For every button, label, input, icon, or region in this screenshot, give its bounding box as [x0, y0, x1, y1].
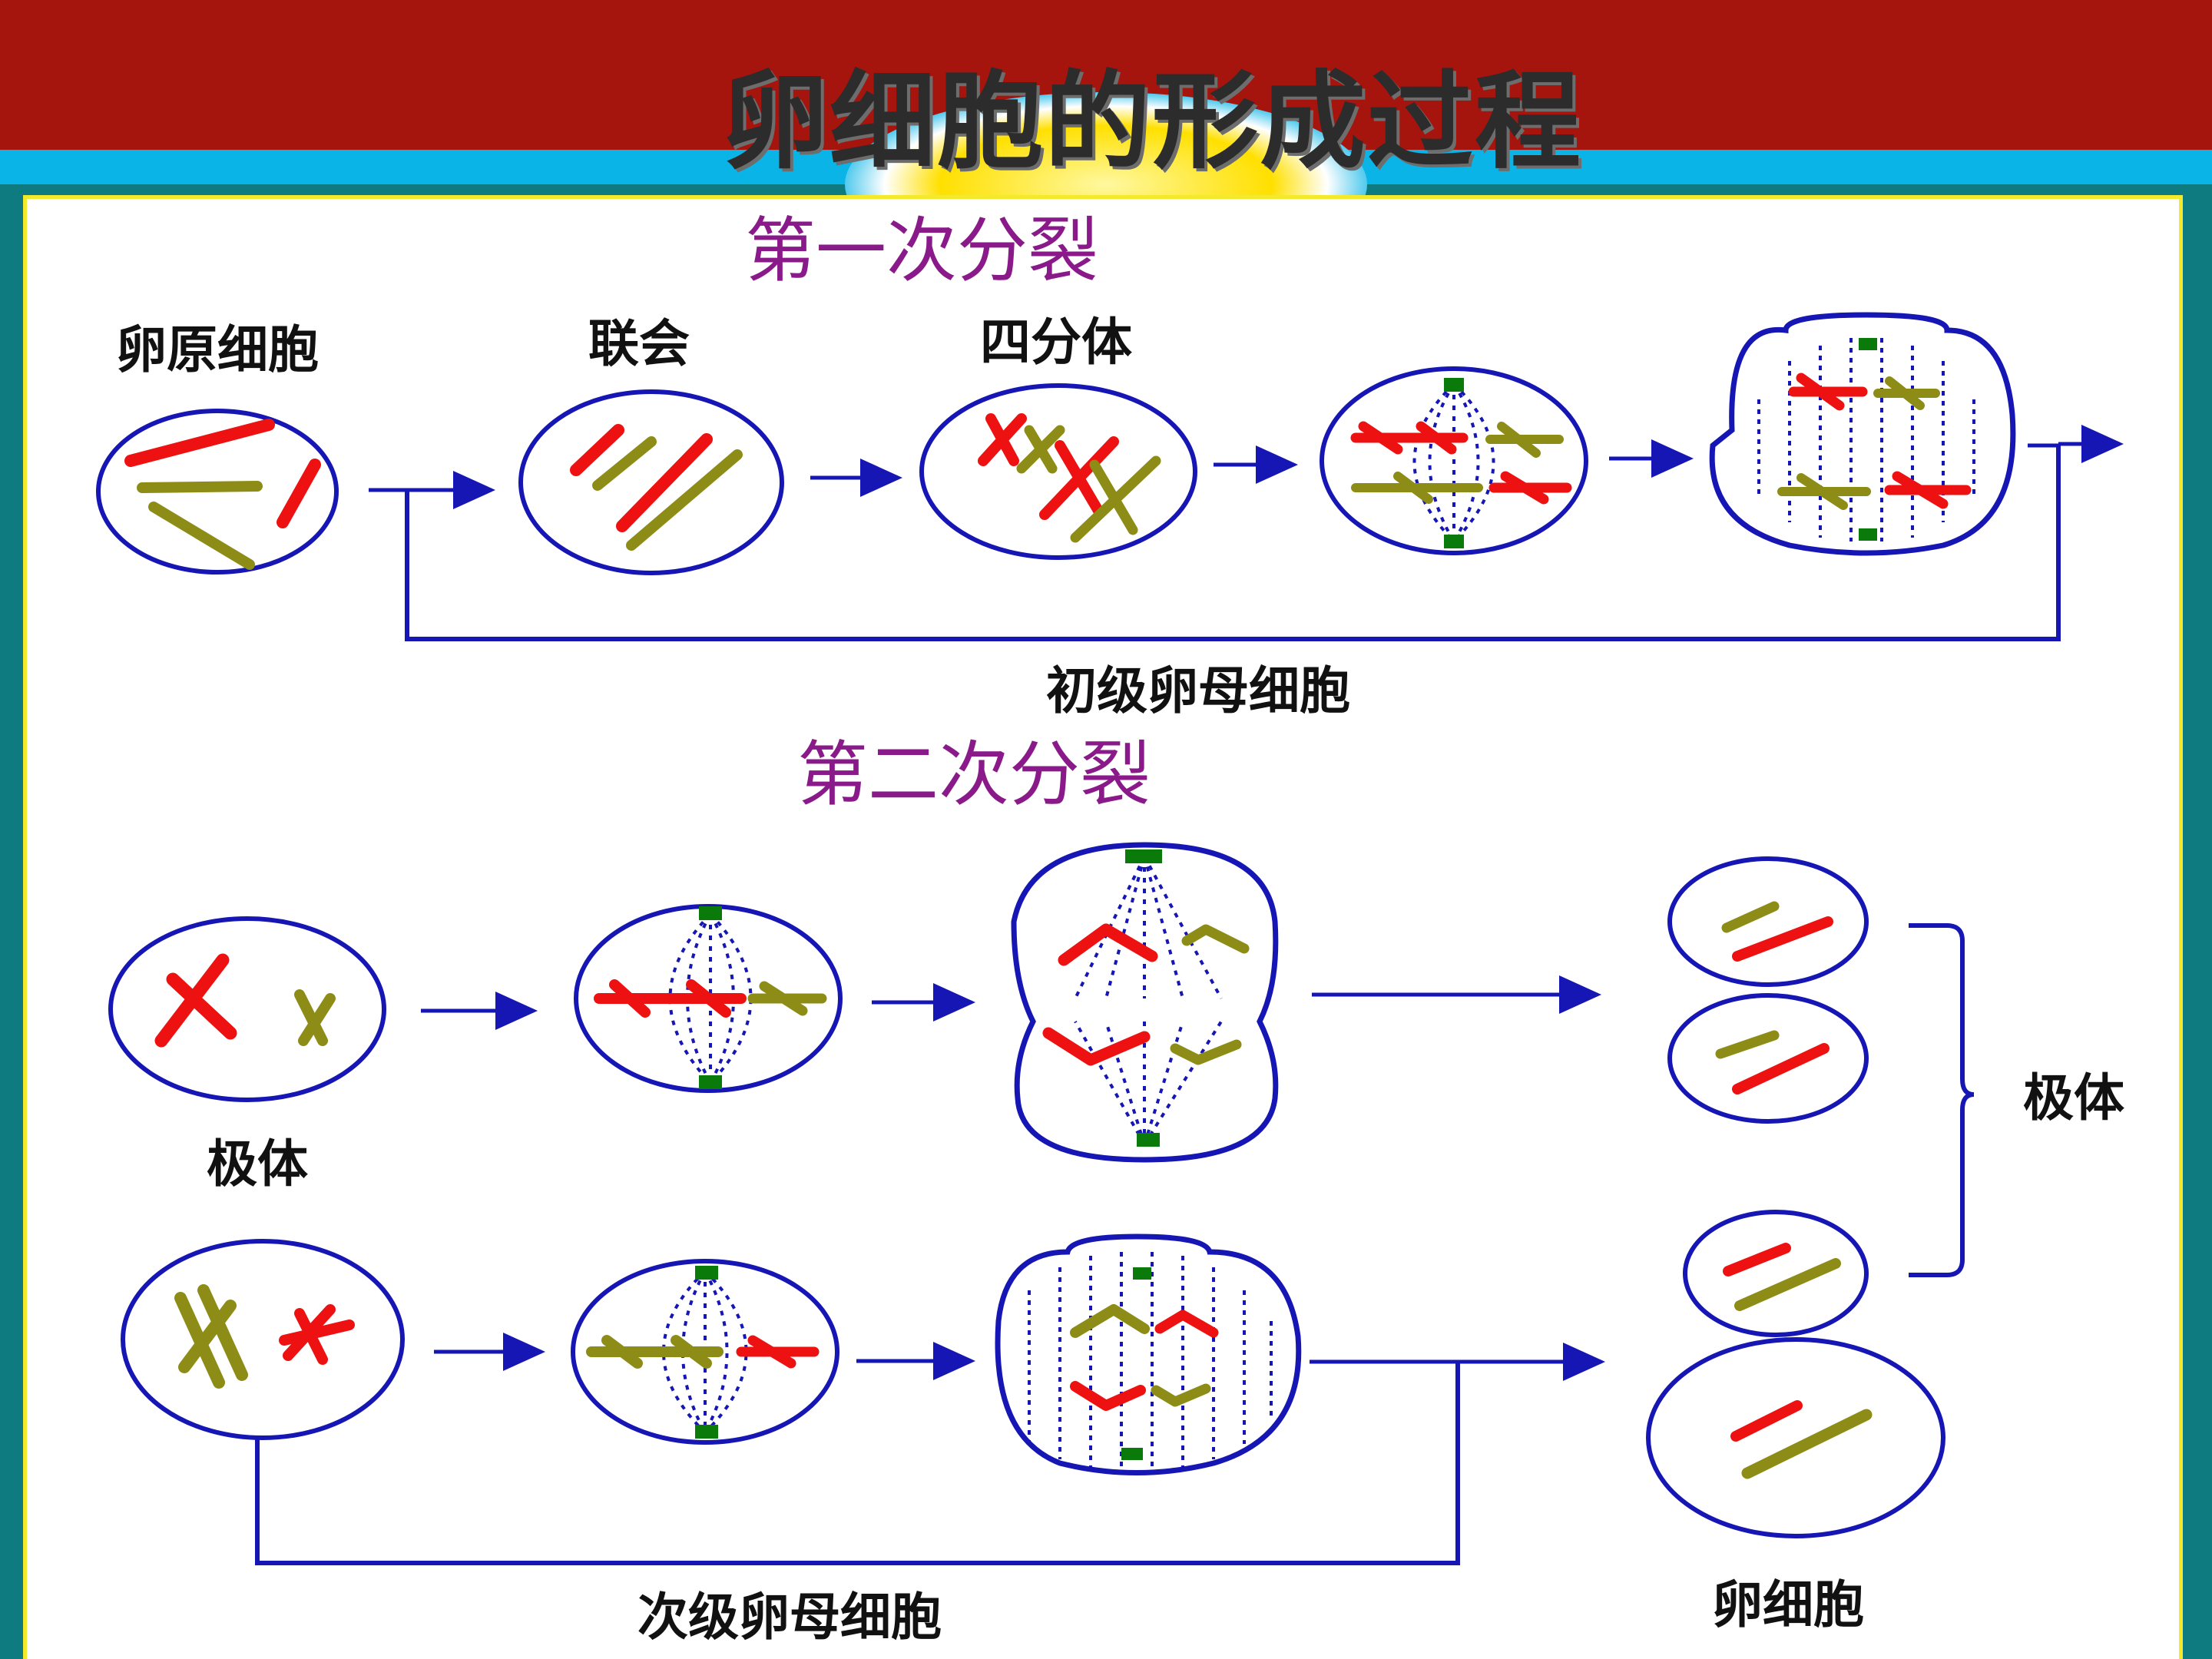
bracket-primary-oocyte — [405, 444, 2061, 641]
label-tetrad: 四分体 — [980, 312, 1132, 372]
cell-oocyte-telophase-2 — [995, 1233, 1302, 1475]
cell-polar-anaphase-2 — [1011, 842, 1279, 1163]
brace-polar-bodies — [1909, 923, 1975, 1277]
label-synapsis: 联会 — [588, 313, 690, 373]
cell-polar-metaphase-2 — [574, 904, 843, 1093]
slide-title: 卵细胞的形成过程 — [721, 58, 1582, 184]
cell-tetrad — [919, 383, 1197, 560]
arrow — [2028, 444, 2120, 445]
label-egg-cell: 卵细胞 — [1712, 1575, 1864, 1634]
chromosome-olive — [137, 481, 263, 493]
cell-telophase-1 — [1709, 312, 2016, 556]
bracket-secondary-oocyte — [255, 1362, 1460, 1565]
cell-oocyte-metaphase-2 — [571, 1259, 839, 1445]
division-2-heading: 第二次分裂 — [797, 733, 1151, 816]
label-polar-body-left: 极体 — [207, 1134, 308, 1194]
label-secondary-oocyte: 次级卵母细胞 — [637, 1587, 942, 1647]
division-1-heading: 第一次分裂 — [745, 210, 1098, 292]
cell-secondary-oocyte — [121, 1239, 405, 1440]
cell-polar-body-result-2 — [1667, 993, 1869, 1124]
cell-polar-body — [108, 916, 386, 1102]
label-polar-body-right: 极体 — [2023, 1068, 2124, 1128]
cell-oogonium — [96, 409, 339, 575]
cell-polar-body-result-3 — [1683, 1210, 1869, 1337]
chromosome-olive — [148, 502, 255, 570]
chromosome-red — [276, 459, 321, 528]
cell-metaphase-1 — [1320, 366, 1588, 555]
chromosome-red — [124, 419, 275, 467]
label-oogonium: 卵原细胞 — [116, 320, 319, 379]
cell-synapsis — [518, 389, 784, 575]
cell-egg — [1646, 1337, 1945, 1538]
label-primary-oocyte: 初级卵母细胞 — [1046, 661, 1350, 720]
cell-polar-body-result-1 — [1667, 856, 1869, 987]
